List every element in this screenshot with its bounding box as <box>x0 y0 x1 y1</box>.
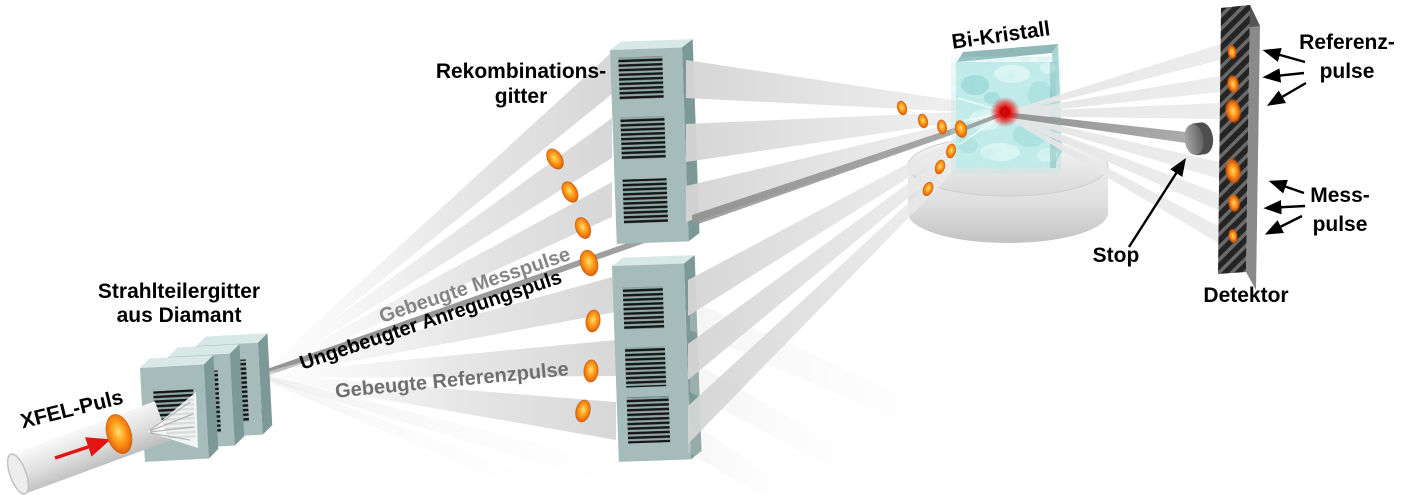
pass-through-beams <box>688 300 960 495</box>
label-beam-splitter-line2: aus Diamant <box>116 304 242 327</box>
mess-arrow-2 <box>1263 200 1306 215</box>
label-reference-pulses-line2: pulse <box>1319 60 1375 83</box>
label-recombination-line2: gitter <box>494 85 548 108</box>
label-measurement-pulses-line1: Mess- <box>1310 184 1370 207</box>
label-reference-pulses: Referenz- pulse <box>1299 28 1395 86</box>
label-recombination-grating: Rekombinations- gitter <box>436 59 606 109</box>
focus-spot <box>990 97 1020 127</box>
xfel-beam-tube <box>6 392 198 495</box>
referenz-arrow-1 <box>1262 47 1306 64</box>
xray-pulses <box>105 100 968 454</box>
label-detector: Detektor <box>1203 284 1289 307</box>
beam-stop <box>1184 122 1214 156</box>
referenz-arrow-3 <box>1266 81 1307 106</box>
label-stop: Stop <box>1092 244 1140 267</box>
label-measurement-pulses: Mess- pulse <box>1310 181 1370 239</box>
detector-plate <box>1218 5 1260 290</box>
detector-hit-spots <box>1224 44 1242 244</box>
beam-direction-arrow <box>54 437 111 460</box>
label-beam-splitter-line1: Strahlteilergitter <box>97 280 261 303</box>
stop-arrow <box>1127 157 1186 248</box>
label-reference-pulses-line1: Referenz- <box>1299 31 1395 54</box>
mess-arrow-3 <box>1264 214 1303 235</box>
diffraction-fan <box>148 392 198 448</box>
label-beam-splitter: Strahlteilergitter aus Diamant <box>98 280 260 328</box>
annotation-arrows <box>1127 47 1307 248</box>
label-recombination-line1: Rekombinations- <box>435 60 607 83</box>
blocked-pump-beam <box>1005 112 1186 143</box>
label-measurement-pulses-line2: pulse <box>1312 213 1368 236</box>
diverging-beams <box>1005 44 1220 244</box>
referenz-arrow-2 <box>1262 68 1305 83</box>
mess-arrow-1 <box>1268 179 1305 195</box>
